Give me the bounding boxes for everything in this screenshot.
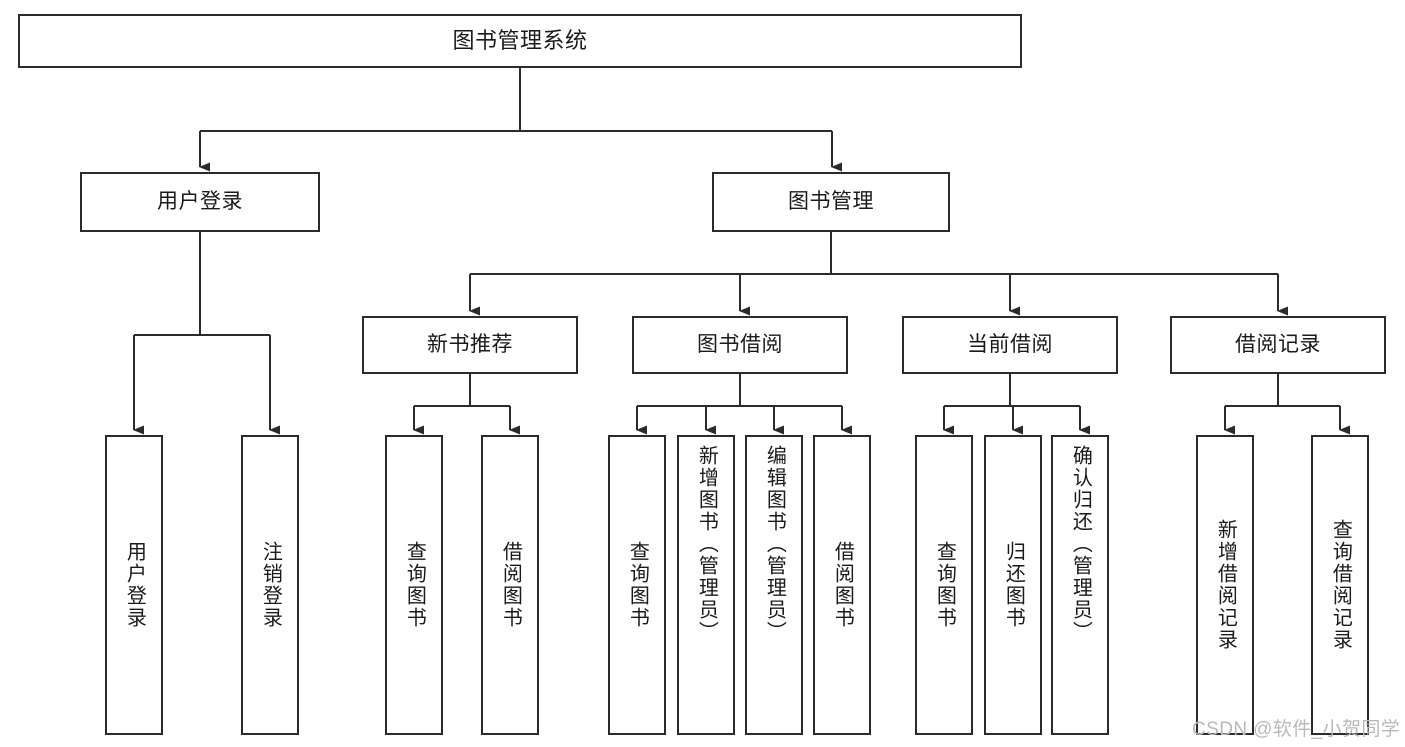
node-new-book-rec[interactable]: 新书推荐 — [362, 316, 578, 374]
node-leaf-query-book-cur[interactable]: 查询图书 — [915, 435, 973, 735]
node-leaf-logout[interactable]: 注销登录 — [241, 435, 299, 735]
node-root[interactable]: 图书管理系统 — [18, 14, 1022, 68]
node-leaf-add-book-label: 新增图书（管理员） — [695, 445, 718, 643]
node-leaf-borrow-book-rec[interactable]: 借阅图书 — [481, 435, 539, 735]
node-borrow-record-label: 借阅记录 — [1235, 332, 1321, 356]
node-leaf-return-book[interactable]: 归还图书 — [984, 435, 1042, 735]
node-leaf-logout-label: 注销登录 — [259, 541, 282, 629]
node-leaf-add-record-label: 新增借阅记录 — [1214, 519, 1237, 651]
node-leaf-query-book-rec-label: 查询图书 — [403, 541, 426, 629]
node-leaf-borrow-book-label: 借阅图书 — [831, 541, 854, 629]
node-leaf-confirm-return[interactable]: 确认归还（管理员） — [1051, 435, 1109, 735]
node-current-borrow-label: 当前借阅 — [967, 332, 1053, 356]
node-book-borrow-label: 图书借阅 — [697, 332, 783, 356]
node-leaf-query-book-cur-label: 查询图书 — [933, 541, 956, 629]
node-root-label: 图书管理系统 — [452, 28, 588, 54]
node-leaf-query-book-borrow[interactable]: 查询图书 — [608, 435, 666, 735]
node-current-borrow[interactable]: 当前借阅 — [902, 316, 1118, 374]
node-leaf-user-login[interactable]: 用户登录 — [105, 435, 163, 735]
node-book-manage[interactable]: 图书管理 — [712, 172, 950, 232]
node-leaf-edit-book-label: 编辑图书（管理员） — [763, 445, 786, 643]
node-leaf-query-record-label: 查询借阅记录 — [1329, 519, 1352, 651]
node-leaf-return-book-label: 归还图书 — [1002, 541, 1025, 629]
node-new-book-rec-label: 新书推荐 — [427, 332, 513, 356]
node-leaf-user-login-label: 用户登录 — [123, 541, 146, 629]
node-leaf-add-record[interactable]: 新增借阅记录 — [1196, 435, 1254, 735]
node-borrow-record[interactable]: 借阅记录 — [1170, 316, 1386, 374]
csdn-watermark: CSDN @软件_小贺同学 — [1192, 719, 1401, 740]
node-book-manage-label: 图书管理 — [788, 189, 874, 213]
node-user-login-label: 用户登录 — [157, 189, 243, 213]
node-leaf-edit-book[interactable]: 编辑图书（管理员） — [745, 435, 803, 735]
node-leaf-add-book[interactable]: 新增图书（管理员） — [677, 435, 735, 735]
node-leaf-confirm-return-label: 确认归还（管理员） — [1069, 445, 1092, 643]
node-leaf-borrow-book-rec-label: 借阅图书 — [499, 541, 522, 629]
node-leaf-query-book-borrow-label: 查询图书 — [626, 541, 649, 629]
node-leaf-query-book-rec[interactable]: 查询图书 — [385, 435, 443, 735]
node-book-borrow[interactable]: 图书借阅 — [632, 316, 848, 374]
node-leaf-borrow-book[interactable]: 借阅图书 — [813, 435, 871, 735]
node-leaf-query-record[interactable]: 查询借阅记录 — [1311, 435, 1369, 735]
node-user-login[interactable]: 用户登录 — [80, 172, 320, 232]
